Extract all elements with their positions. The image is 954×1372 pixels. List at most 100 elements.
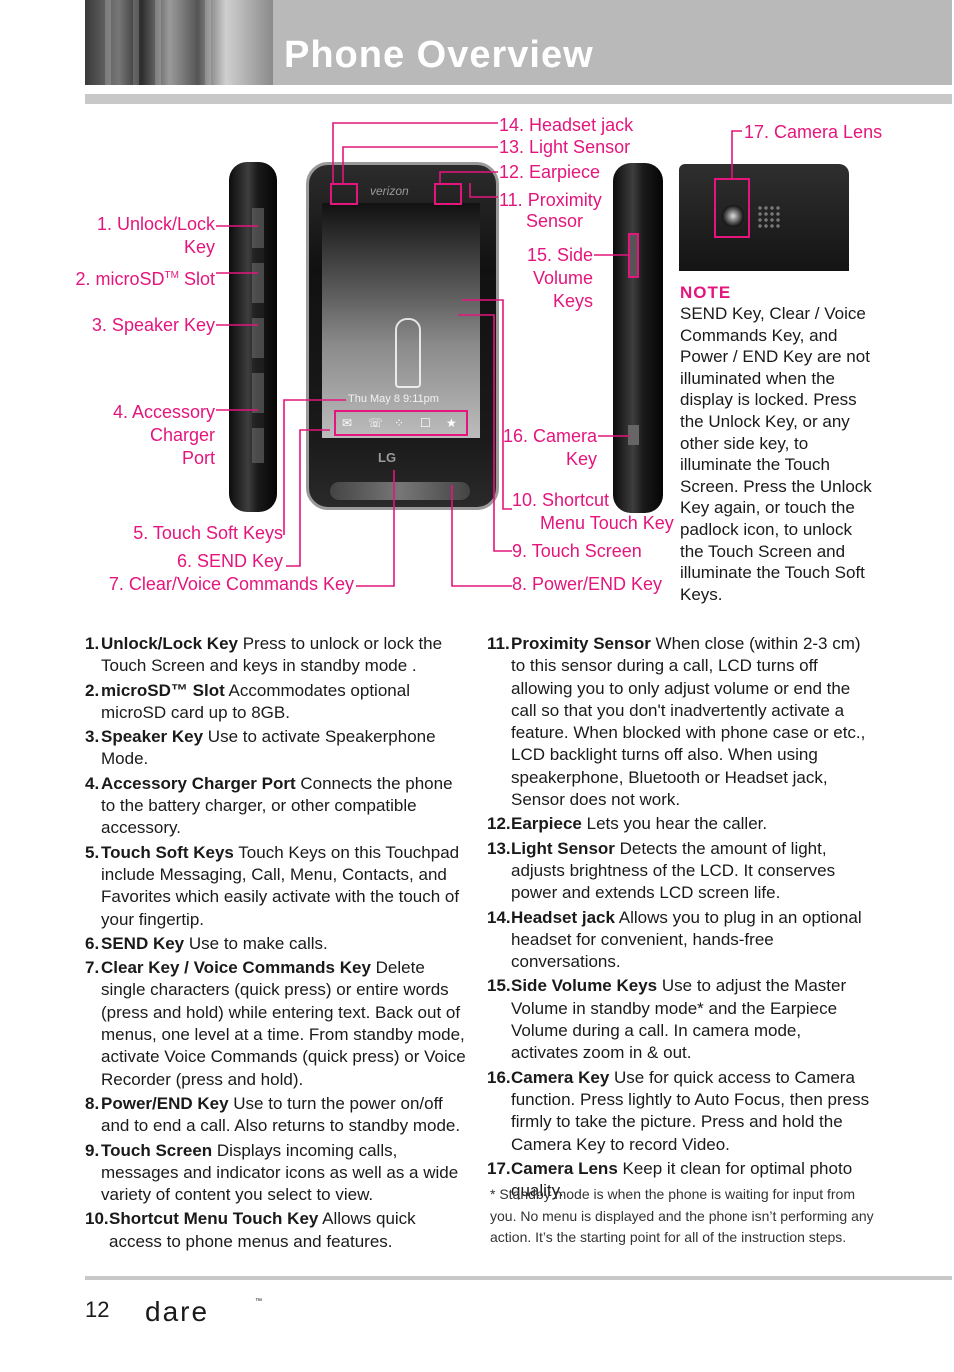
item-description: Connects the phone to the battery charge… — [101, 773, 453, 838]
callout-light-sensor: 13. Light Sensor — [499, 137, 631, 157]
camera-key — [628, 425, 639, 445]
list-item: 14.Headset jack Allows you to plug in an… — [487, 907, 872, 974]
item-term: Headset jack — [511, 907, 615, 927]
list-item: 1.Unlock/Lock Key Press to unlock or loc… — [85, 633, 470, 678]
item-term: Side Volume Keys — [511, 976, 658, 996]
item-description: Accommodates optional microSD card up to… — [101, 680, 410, 722]
callout-speaker-key: 3. Speaker Key — [91, 315, 215, 335]
item-description: Use to adjust the Master Volume in stand… — [511, 976, 847, 1063]
brand-trademark: ™ — [255, 1298, 262, 1305]
list-item: 15.Side Volume Keys Use to adjust the Ma… — [487, 975, 872, 1064]
item-number: 5. — [85, 842, 100, 862]
callout-camera-key: 16. Camera Key — [500, 425, 597, 471]
contacts-icon: ☐ — [420, 416, 431, 430]
callout-headset-jack: 14. Headset jack — [499, 115, 634, 135]
list-item: 8.Power/END Key Use to turn the power on… — [85, 1093, 470, 1138]
item-number: 13. — [487, 838, 511, 858]
item-term: Proximity Sensor — [511, 634, 651, 653]
callout-shortcut-key: 10. Shortcut Menu Touch Key — [512, 489, 674, 535]
item-number: 10. — [85, 1209, 109, 1229]
list-item: 5.Touch Soft Keys Touch Keys on this Tou… — [85, 842, 470, 931]
list-item: 6.SEND Key Use to make calls. — [85, 933, 470, 955]
header-photo — [85, 0, 273, 85]
list-item: 4.Accessory Charger Port Connects the ph… — [85, 773, 470, 840]
item-term: Camera Key — [511, 1067, 610, 1087]
list-item: 13.Light Sensor Detects the amount of li… — [487, 838, 872, 905]
item-term: Touch Screen — [101, 1140, 213, 1160]
item-description: Detects the amount of light, adjusts bri… — [511, 838, 836, 903]
item-term: SEND Key — [101, 933, 185, 953]
callout-line: Charger — [149, 425, 215, 445]
page-number: 12 — [85, 1297, 110, 1322]
speaker-grill — [757, 205, 781, 229]
callout-proximity-sensor: 11. Proximity Sensor — [499, 189, 602, 233]
callout-power-key: 8. Power/END Key — [512, 574, 663, 594]
item-number: 6. — [85, 933, 100, 953]
feature-list-right: 11.Proximity Sensor When close (within 2… — [487, 633, 872, 1204]
callout-line: Slot — [178, 269, 215, 289]
callout-line: 1. Unlock/Lock — [96, 214, 215, 234]
item-description: Use to make calls. — [184, 933, 328, 953]
item-number: 7. — [85, 958, 100, 978]
standby-footnote: * Standby mode is when the phone is wait… — [490, 1186, 874, 1245]
item-description: Press to unlock or lock the Touch Screen… — [101, 634, 443, 676]
list-item: 7.Clear Key / Voice Commands Key Delete … — [85, 957, 470, 1091]
right-side-phone — [613, 163, 663, 513]
item-number: 12. — [487, 814, 511, 834]
favorites-icon: ★ — [446, 416, 457, 430]
note-text: SEND Key, Clear / Voice Commands Key, an… — [680, 304, 872, 604]
item-number: 2. — [85, 680, 100, 700]
menu-icon: ⁘ — [394, 416, 405, 430]
callout-line: Keys — [552, 291, 593, 311]
item-number: 16. — [487, 1067, 511, 1087]
message-icon: ✉ — [342, 416, 353, 430]
item-term: microSD™ Slot — [101, 680, 225, 700]
list-item: 17.Camera Lens Keep it clean for optimal… — [487, 1158, 872, 1203]
carrier-logo: verizon — [370, 184, 409, 198]
header-rule — [85, 94, 952, 104]
proximity-sensor-box — [330, 183, 358, 205]
callout-unlock-key: 1. Unlock/Lock Key — [60, 213, 215, 259]
left-side-buttons — [252, 208, 264, 463]
call-icon: ☏ — [368, 416, 384, 430]
callout-line: 16. Camera — [502, 426, 597, 446]
callout-volume-keys: 15. Side Volume Keys — [500, 244, 593, 313]
item-description: Delete single characters (quick press) o… — [101, 958, 466, 1089]
light-sensor-box — [434, 183, 462, 205]
callout-line: Key — [183, 237, 215, 257]
callout-microsd: 2. microSDTM Slot — [60, 264, 216, 291]
callout-line: Sensor — [526, 211, 584, 231]
callout-line: Menu Touch Key — [540, 513, 674, 533]
list-item: 16.Camera Key Use for quick access to Ca… — [487, 1067, 872, 1156]
item-description: Use to activate Speakerphone Mode. — [101, 727, 436, 769]
item-description: Keep it clean for optimal photo quality. — [511, 1158, 853, 1201]
item-description: Allows quick access to phone menus and f… — [109, 1209, 416, 1251]
trademark-sup: TM — [164, 270, 179, 281]
item-number: 3. — [85, 727, 100, 747]
callout-line: Key — [565, 449, 597, 469]
item-description: When close (within 2-3 cm) to this senso… — [511, 634, 866, 810]
item-description: Use to turn the power on/off and to end … — [101, 1093, 461, 1136]
callout-leader-lines — [216, 122, 742, 587]
item-number: 1. — [85, 634, 100, 653]
list-item: 10.Shortcut Menu Touch Key Allows quick … — [85, 1208, 470, 1253]
list-item: 3.Speaker Key Use to activate Speakerpho… — [85, 726, 470, 771]
item-number: 9. — [85, 1140, 100, 1160]
item-term: Camera Lens — [511, 1158, 618, 1178]
item-term: Power/END Key — [101, 1093, 229, 1113]
sky-figure — [395, 318, 421, 388]
item-description: Use for quick access to Camera function.… — [511, 1067, 870, 1154]
footer-rule — [85, 1276, 952, 1280]
touch-soft-keys: ✉ ☏ ⁘ ☐ ★ — [334, 410, 468, 436]
callout-camera-lens: 17. Camera Lens — [744, 122, 883, 142]
page-title: Phone Overview — [284, 34, 594, 76]
callout-clear-key: 7. Clear/Voice Commands Key — [108, 574, 354, 594]
callout-send-key: 6. SEND Key — [176, 551, 283, 571]
lg-logo: LG — [378, 450, 397, 465]
note-title: NOTE — [680, 283, 732, 302]
item-number: 17. — [487, 1158, 511, 1178]
item-number: 15. — [487, 976, 511, 996]
item-description: Displays incoming calls, messages and in… — [101, 1140, 459, 1205]
callout-line: 15. Side — [526, 245, 593, 265]
screen-clock: Thu May 8 9:11pm — [348, 393, 439, 405]
